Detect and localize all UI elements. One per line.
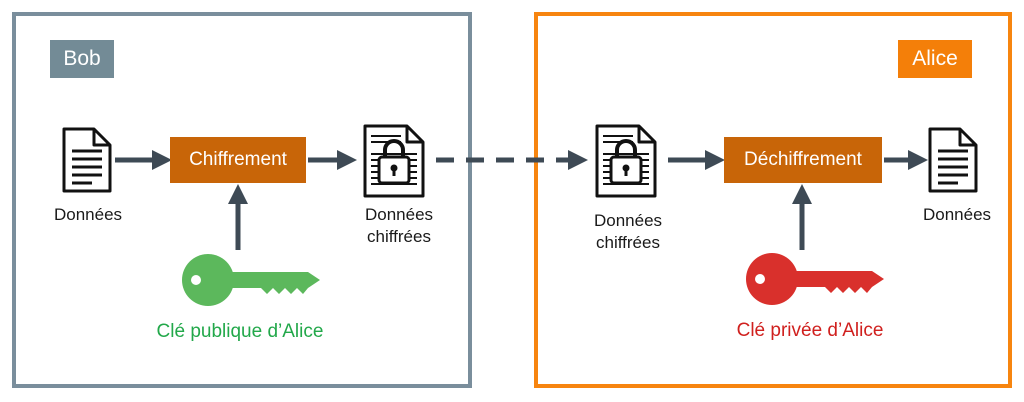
alice-encrypted-label-line1: Données [593,211,663,230]
bob-document-icon [62,127,112,193]
encrypt-box: Chiffrement [170,137,306,183]
alice-locked-document-icon [595,124,657,198]
private-key-label: Clé privée d’Alice [736,320,884,341]
bob-encrypted-label-line2: chiffrées [367,227,431,246]
bob-locked-document-icon [363,124,425,198]
alice-panel [534,12,1012,388]
bob-encrypted-label-line1: Données [364,205,434,224]
bob-panel [12,12,472,388]
bob-data-label: Données [53,205,123,224]
alice-encrypted-label: Données chiffrées [578,210,678,254]
public-key-label: Clé publique d’Alice [156,321,324,342]
alice-title: Alice [898,40,972,78]
bob-encrypted-label: Données chiffrées [350,204,448,248]
decrypt-box: Déchiffrement [724,137,882,183]
alice-document-icon [928,127,978,193]
alice-data-label: Données [922,205,992,224]
bob-title: Bob [50,40,114,78]
alice-encrypted-label-line2: chiffrées [596,233,660,252]
public-key-icon [182,254,320,306]
private-key-icon [746,253,884,305]
